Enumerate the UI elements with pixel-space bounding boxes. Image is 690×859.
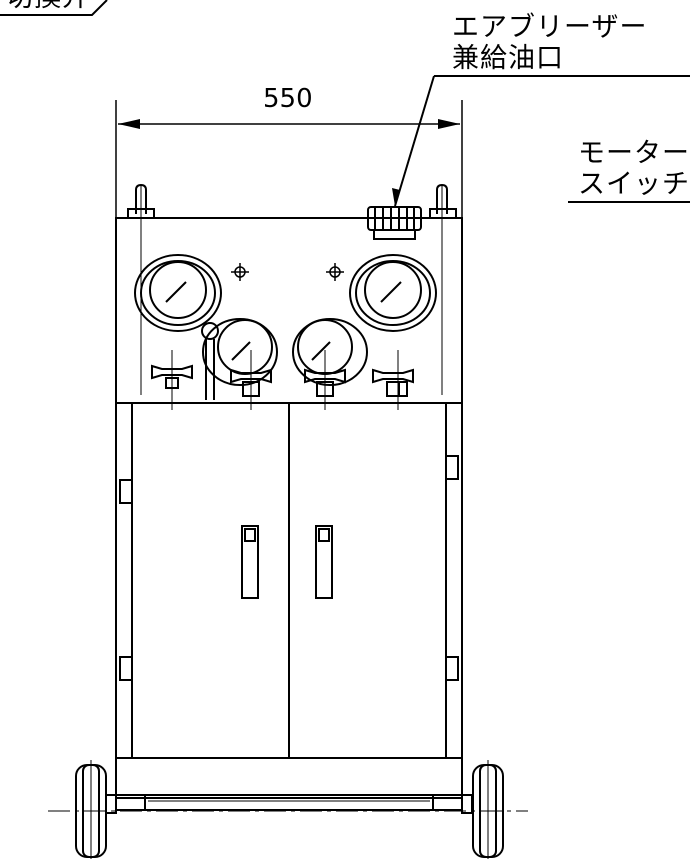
width-dimension-value: 550 [263, 84, 313, 114]
mounting-hole-right [326, 263, 344, 281]
motor-switch-label-line2: スイッチ [578, 169, 690, 200]
valve-knob-center-right [305, 350, 345, 410]
cart-base [116, 758, 462, 810]
pressure-gauge-upper-left [134, 254, 222, 332]
width-dimension-line [116, 100, 462, 218]
left-door-handle [242, 526, 258, 598]
valve-knob-center-left [231, 350, 271, 410]
motor-switch-label-line1: モーター [578, 138, 690, 169]
pressure-gauge-upper-right [349, 254, 437, 332]
left-wheel [76, 760, 116, 859]
air-bleeder-leader [392, 76, 690, 206]
mounting-hole-left [231, 263, 249, 281]
air-bleeder-label-line2: 兼給油口 [452, 43, 564, 74]
valve-knob-left [152, 350, 192, 410]
switch-valve-leader [0, 0, 107, 15]
air-bleeder-cap [368, 207, 421, 239]
right-door-handle [316, 526, 332, 598]
air-bleeder-label-line1: エアブリーザー [452, 12, 648, 43]
valve-knob-right [373, 350, 413, 410]
right-wheel [462, 760, 503, 859]
switch-valve-label: 切換弁 [6, 0, 90, 11]
right-handle [430, 185, 456, 395]
switch-valve-lever [202, 323, 218, 400]
